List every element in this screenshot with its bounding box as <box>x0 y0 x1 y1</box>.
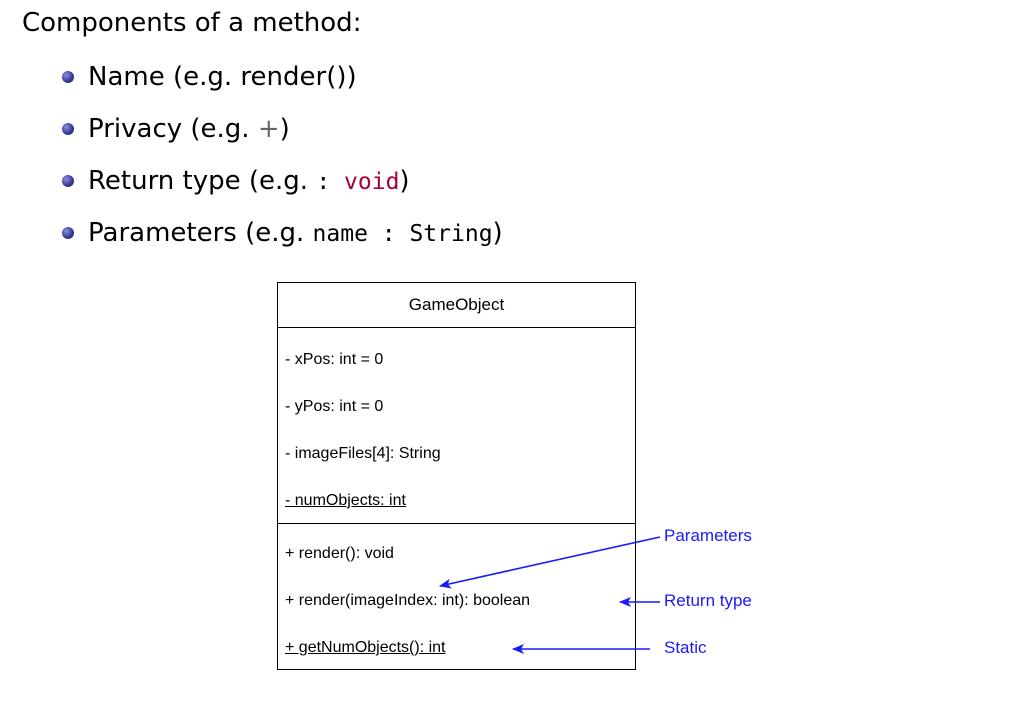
bullet-dot-icon <box>62 123 74 135</box>
uml-attribute: - xPos: int = 0 <box>278 336 635 383</box>
bullet-text: Name (e.g. <box>88 62 241 92</box>
annotation-parameters: Parameters <box>664 526 752 545</box>
slide-heading: Components of a method: <box>22 8 362 38</box>
bullet-dot-icon <box>62 175 74 187</box>
uml-class-name: GameObject <box>278 283 635 328</box>
uml-attribute-text: - imageFiles[4]: String <box>285 445 441 462</box>
bullet-suffix: ) <box>346 62 357 92</box>
bullet-text: Privacy (e.g. <box>88 114 258 144</box>
uml-method: + render(): void <box>278 530 635 577</box>
uml-attribute: - yPos: int = 0 <box>278 383 635 430</box>
bullet-dot-icon <box>62 71 74 83</box>
uml-method-static: + getNumObjects(): int <box>278 624 635 671</box>
bullet-return-type: Return type (e.g. : void) <box>62 160 503 212</box>
bullet-suffix: ) <box>279 114 290 144</box>
bullet-suffix: ) <box>399 166 410 196</box>
bullet-dot-icon <box>62 227 74 239</box>
uml-methods: + render(): void + render(imageIndex: in… <box>278 524 635 671</box>
uml-attribute-text: - yPos: int = 0 <box>285 398 384 415</box>
uml-class-box: GameObject - xPos: int = 0 - yPos: int =… <box>277 282 636 670</box>
uml-attribute-text: - xPos: int = 0 <box>285 351 384 368</box>
bullet-privacy: Privacy (e.g. +) <box>62 108 503 160</box>
bullet-code-keyword: void <box>344 169 400 195</box>
uml-method-text: + render(): void <box>285 545 394 562</box>
uml-method: + render(imageIndex: int): boolean <box>278 577 635 624</box>
bullet-text: Return type (e.g. <box>88 166 317 196</box>
uml-attribute-static: - numObjects: int <box>278 477 635 524</box>
uml-attribute-text: - numObjects: int <box>285 492 406 509</box>
annotation-return-type: Return type <box>664 591 752 610</box>
bullet-text: Parameters (e.g. <box>88 218 313 248</box>
bullet-list: Name (e.g. render()) Privacy (e.g. +) Re… <box>62 56 503 264</box>
bullet-code: render() <box>240 62 347 92</box>
uml-attribute: - imageFiles[4]: String <box>278 430 635 477</box>
bullet-code: + <box>257 114 280 144</box>
bullet-code: name : String <box>312 221 493 247</box>
bullet-name: Name (e.g. render()) <box>62 56 503 108</box>
uml-method-text: + render(imageIndex: int): boolean <box>285 592 531 609</box>
uml-method-text: + getNumObjects(): int <box>285 639 446 656</box>
bullet-suffix: ) <box>492 218 503 248</box>
annotation-static: Static <box>664 638 707 657</box>
bullet-code: : <box>316 169 345 195</box>
uml-attributes: - xPos: int = 0 - yPos: int = 0 - imageF… <box>278 328 635 524</box>
parameters-arrow <box>439 536 661 589</box>
bullet-parameters: Parameters (e.g. name : String) <box>62 212 503 264</box>
